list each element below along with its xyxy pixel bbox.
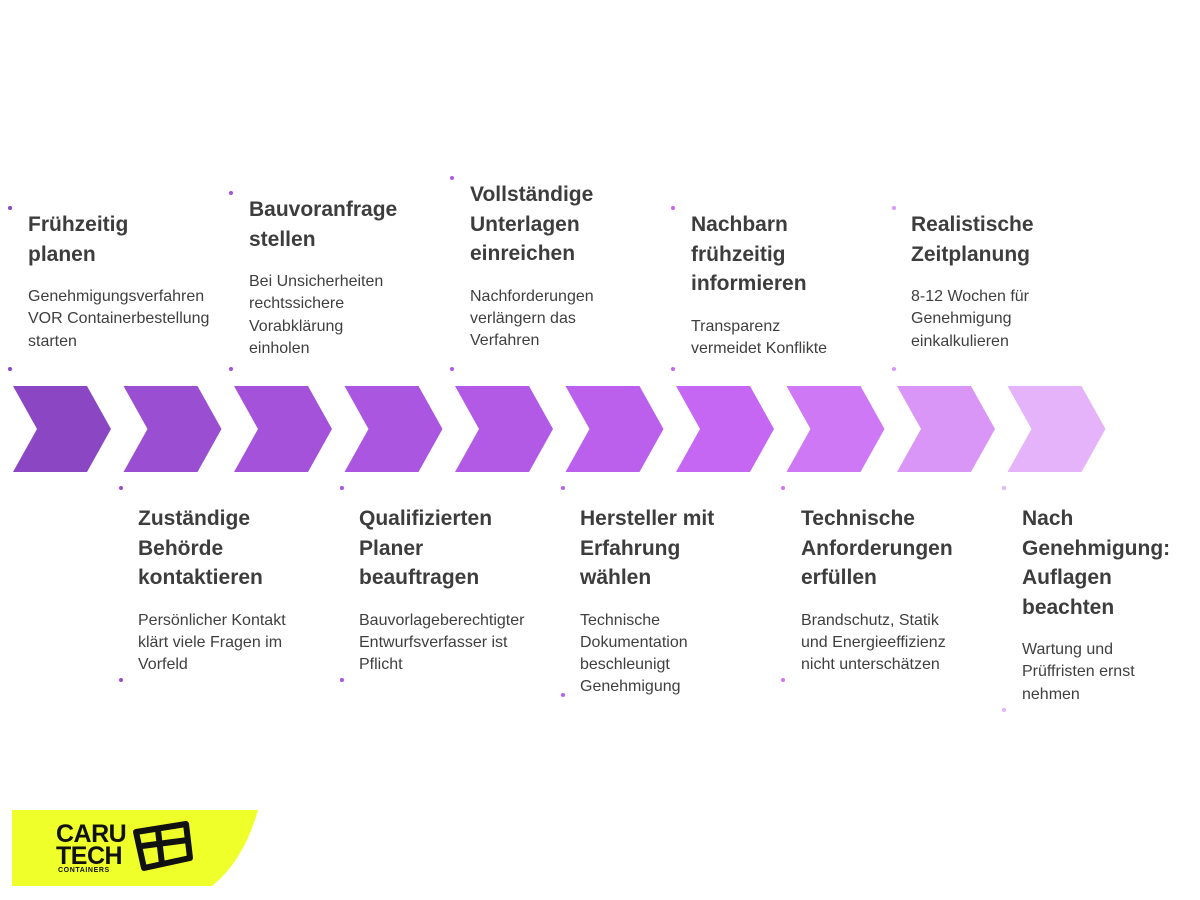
marker-dot xyxy=(1002,486,1006,490)
carutech-logo: CARU TECH CONTAINERS xyxy=(12,810,262,886)
chevron-step-7 xyxy=(676,386,774,472)
step-description: Technische Dokumentation beschleunigt Ge… xyxy=(580,611,688,696)
step-description: Genehmigungsverfahren VOR Containerbeste… xyxy=(28,288,210,350)
step-title: Nach Genehmigung: Auflagen beachten xyxy=(1022,507,1171,619)
step-title: Technische Anforderungen erfüllen xyxy=(801,507,953,589)
logo-text-line2: TECH xyxy=(56,842,123,870)
step-title: Hersteller mit Erfahrung wählen xyxy=(580,507,715,589)
step-description: Wartung und Prüffristen ernst nehmen xyxy=(1022,641,1135,703)
chevron-step-6 xyxy=(565,386,664,472)
marker-dot xyxy=(340,486,344,490)
marker-dot xyxy=(229,367,233,371)
chevron-step-9 xyxy=(897,386,995,472)
marker-dot xyxy=(561,693,565,697)
logo-background xyxy=(12,810,258,886)
step-description: Bei Unsicherheiten rechtssichere Vorabkl… xyxy=(249,273,384,357)
marker-dot xyxy=(561,486,565,490)
step-description: Persönlicher Kontakt klärt viele Fragen … xyxy=(138,611,286,674)
chevron-step-10 xyxy=(1007,386,1106,472)
step-1: Frühzeitig planen Genehmigungsverfahren … xyxy=(28,210,243,353)
step-title: Frühzeitig planen xyxy=(28,213,129,266)
marker-dot xyxy=(8,367,12,371)
chevron-step-2 xyxy=(123,386,222,472)
step-description: Brandschutz, Statik und Energieeffizienz… xyxy=(801,611,946,674)
step-5: Vollständige Unterlagen einreichen Nachf… xyxy=(470,180,685,352)
marker-dot xyxy=(119,678,123,682)
marker-dot xyxy=(671,367,675,371)
step-4: Qualifizierten Planer beauftragen Bauvor… xyxy=(359,504,574,676)
step-8: Technische Anforderungen erfüllen Brands… xyxy=(801,504,1016,676)
step-description: 8-12 Wochen für Genehmigung einkalkulier… xyxy=(911,288,1029,350)
marker-dot xyxy=(1002,708,1006,712)
marker-dot xyxy=(450,176,454,180)
step-title: Zuständige Behörde kontaktieren xyxy=(138,507,263,589)
marker-dot xyxy=(450,367,454,371)
marker-dot xyxy=(892,206,896,210)
step-10: Nach Genehmigung: Auflagen beachten Wart… xyxy=(1022,504,1200,706)
chevron-step-3 xyxy=(234,386,332,472)
step-6: Hersteller mit Erfahrung wählen Technisc… xyxy=(580,504,795,699)
step-description: Bauvorlageberechtigter Entwurfsverfasser… xyxy=(359,611,525,674)
marker-dot xyxy=(8,206,12,210)
marker-dot xyxy=(781,486,785,490)
logo-text-line1: CARU xyxy=(56,820,127,848)
step-9: Realistische Zeitplanung 8-12 Wochen für… xyxy=(911,210,1126,353)
step-7: Nachbarn frühzeitig informieren Transpar… xyxy=(691,210,906,360)
step-title: Qualifizierten Planer beauftragen xyxy=(359,507,493,589)
container-logo-icon xyxy=(133,821,193,871)
marker-dot xyxy=(119,486,123,490)
step-description: Nachforderungen verlängern das Verfahren xyxy=(470,287,594,350)
marker-dot xyxy=(671,206,675,210)
chevron-step-5 xyxy=(455,386,553,472)
marker-dot xyxy=(340,678,344,682)
step-title: Nachbarn frühzeitig informieren xyxy=(691,213,807,295)
step-description: Transparenz vermeidet Konflikte xyxy=(691,317,828,357)
marker-dot xyxy=(229,191,233,195)
step-2: Zuständige Behörde kontaktieren Persönli… xyxy=(138,504,353,676)
chevron-step-4 xyxy=(344,386,443,472)
step-title: Realistische Zeitplanung xyxy=(911,213,1034,266)
chevron-step-1 xyxy=(13,386,111,472)
marker-dot xyxy=(781,678,785,682)
step-title: Vollständige Unterlagen einreichen xyxy=(470,183,594,265)
step-title: Bauvoranfrage stellen xyxy=(249,198,398,251)
marker-dot xyxy=(892,367,896,371)
chevron-step-8 xyxy=(786,386,885,472)
step-3: Bauvoranfrage stellen Bei Unsicherheiten… xyxy=(249,195,464,360)
logo-text-line3: CONTAINERS xyxy=(58,867,110,874)
